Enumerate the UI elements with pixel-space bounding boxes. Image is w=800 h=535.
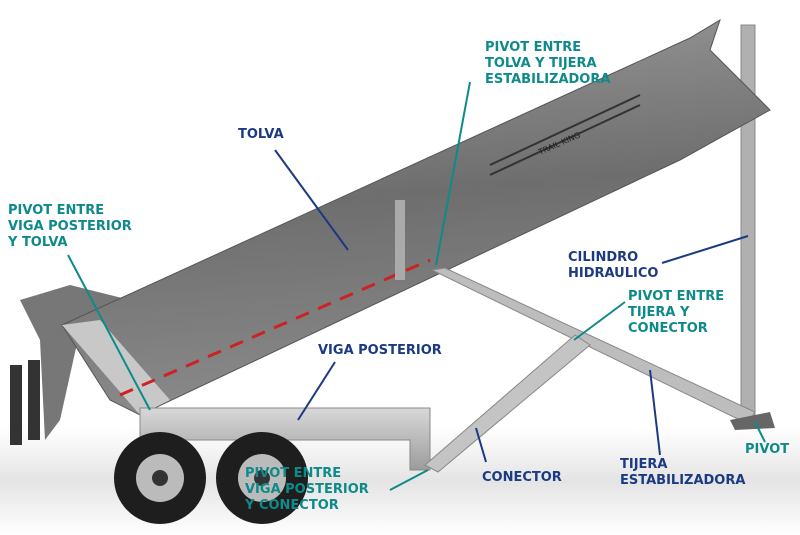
leader-tijera	[649, 369, 661, 456]
tail-gate	[20, 285, 130, 440]
label-line: CILINDRO	[568, 250, 639, 265]
label-line: TIJERA	[620, 457, 668, 472]
hopper-body	[61, 18, 771, 416]
label-line: PIVOT ENTRE	[8, 203, 105, 218]
label-pivot-viga-tolva: PIVOT ENTRE VIGA POSTERIOR Y TOLVA	[8, 203, 132, 251]
label-line: VIGA POSTERIOR	[8, 219, 132, 234]
leader-pivot-viga-tolva	[67, 254, 151, 411]
label-line: CONECTOR	[628, 321, 708, 336]
label-line: ESTABILIZADORA	[485, 72, 611, 87]
label-line: TOLVA Y TIJERA	[485, 56, 597, 71]
label-viga-posterior: VIGA POSTERIOR	[318, 343, 442, 359]
label-tijera: TIJERA ESTABILIZADORA	[620, 457, 745, 489]
leader-pivot	[754, 421, 766, 443]
label-line: VIGA POSTERIOR	[318, 343, 442, 358]
label-pivot-tijera-conector: PIVOT ENTRE TIJERA Y CONECTOR	[628, 289, 724, 337]
label-line: PIVOT ENTRE	[245, 466, 342, 481]
label-line: TIJERA Y	[628, 305, 690, 320]
label-pivot-viga-conector: PIVOT ENTRE VIGA POSTERIOR Y CONECTOR	[245, 466, 369, 514]
leader-pivot-tolva-tijera	[435, 81, 471, 266]
label-pivot: PIVOT	[745, 442, 789, 458]
leader-conector	[475, 427, 487, 463]
label-line: HIDRAULICO	[568, 266, 659, 281]
label-line: VIGA POSTERIOR	[245, 482, 369, 497]
label-line: PIVOT ENTRE	[485, 40, 582, 55]
label-line: PIVOT ENTRE	[628, 289, 725, 304]
label-cilindro: CILINDRO HIDRAULICO	[568, 250, 658, 282]
leader-tolva	[274, 149, 349, 251]
connector-arm	[424, 334, 591, 473]
label-line: CONECTOR	[482, 470, 562, 485]
label-line: TOLVA	[238, 127, 284, 142]
label-line: Y CONECTOR	[245, 498, 339, 513]
label-line: PIVOT	[745, 442, 790, 457]
leader-cilindro	[661, 235, 749, 264]
leader-pivot-tijera-conector	[573, 301, 626, 341]
label-line: Y TOLVA	[8, 235, 68, 250]
leader-pivot-viga-conector	[389, 469, 429, 491]
label-pivot-tolva-tijera: PIVOT ENTRE TOLVA Y TIJERA ESTABILIZADOR…	[485, 40, 610, 88]
stabilizer-scissor	[430, 267, 756, 425]
label-conector: CONECTOR	[482, 470, 562, 486]
leader-viga-posterior	[297, 361, 336, 421]
label-tolva: TOLVA	[238, 127, 284, 143]
wheels	[114, 432, 308, 524]
label-line: ESTABILIZADORA	[620, 473, 746, 488]
